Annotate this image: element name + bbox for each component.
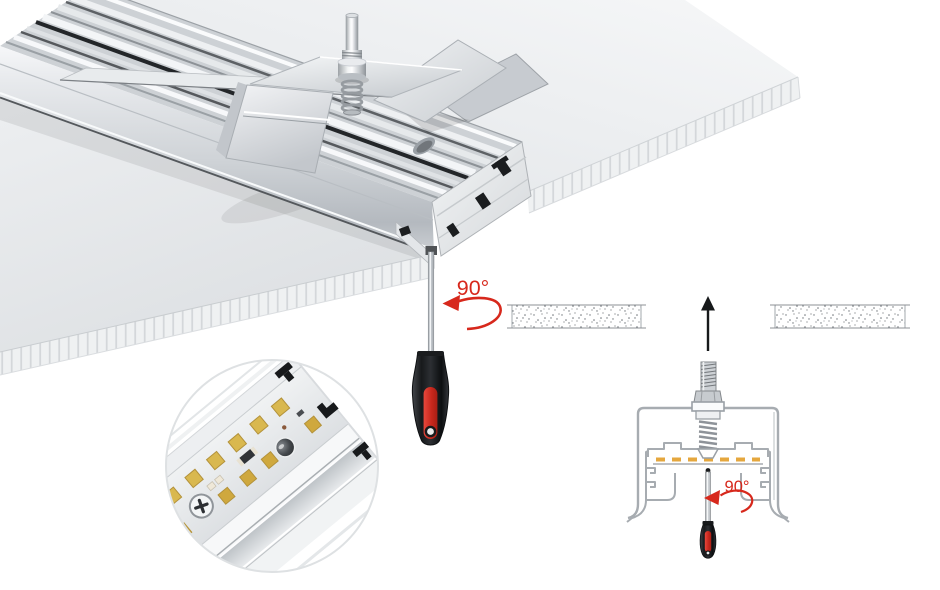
spring-screw — [335, 12, 369, 116]
pcb-strip — [166, 367, 348, 572]
led-board — [166, 360, 378, 572]
rotation-angle-label: 90° — [457, 276, 490, 300]
screwdriver-slot — [425, 246, 437, 255]
screw-shaft — [345, 14, 359, 52]
detail-inset — [165, 359, 379, 573]
clip-near-wing — [225, 84, 334, 174]
cross-section-schematic: 90° — [507, 296, 910, 559]
up-arrow-icon — [701, 296, 715, 351]
schematic-profile-outline — [626, 442, 790, 523]
dome-bump — [274, 437, 296, 458]
screwdriver-handle-hole — [424, 425, 437, 438]
schematic-spring — [698, 420, 718, 451]
screw-tip-cone — [696, 448, 720, 459]
screwdriver — [411, 251, 450, 446]
profile-cut-face — [431, 141, 532, 257]
phillips-screw-icon — [188, 493, 214, 519]
ceiling-panel-section-left — [507, 304, 646, 329]
rotate-ccw-arrow-icon — [704, 489, 754, 514]
profile-mounting-hole — [412, 137, 436, 155]
rotation-annotation-main: 90° — [442, 276, 502, 331]
suspension-screw — [693, 361, 723, 403]
screwdriver-handle-inlay — [423, 387, 438, 439]
ceiling-panel-left — [0, 98, 435, 376]
bracket-plate — [691, 401, 725, 412]
clip-right-wing — [372, 39, 507, 123]
screwdriver-small — [699, 468, 717, 559]
rotation-annotation-schematic: 90° — [704, 478, 754, 514]
ceiling-panel-section-right — [770, 304, 910, 329]
pcb-components — [206, 409, 305, 492]
clip-near-wing-side — [216, 82, 247, 158]
profile-end-slots — [274, 361, 372, 461]
hex-nut — [693, 390, 723, 403]
magnifier-circle — [165, 359, 379, 573]
screw-flange — [337, 57, 367, 81]
rotate-ccw-arrow-icon — [442, 295, 502, 331]
